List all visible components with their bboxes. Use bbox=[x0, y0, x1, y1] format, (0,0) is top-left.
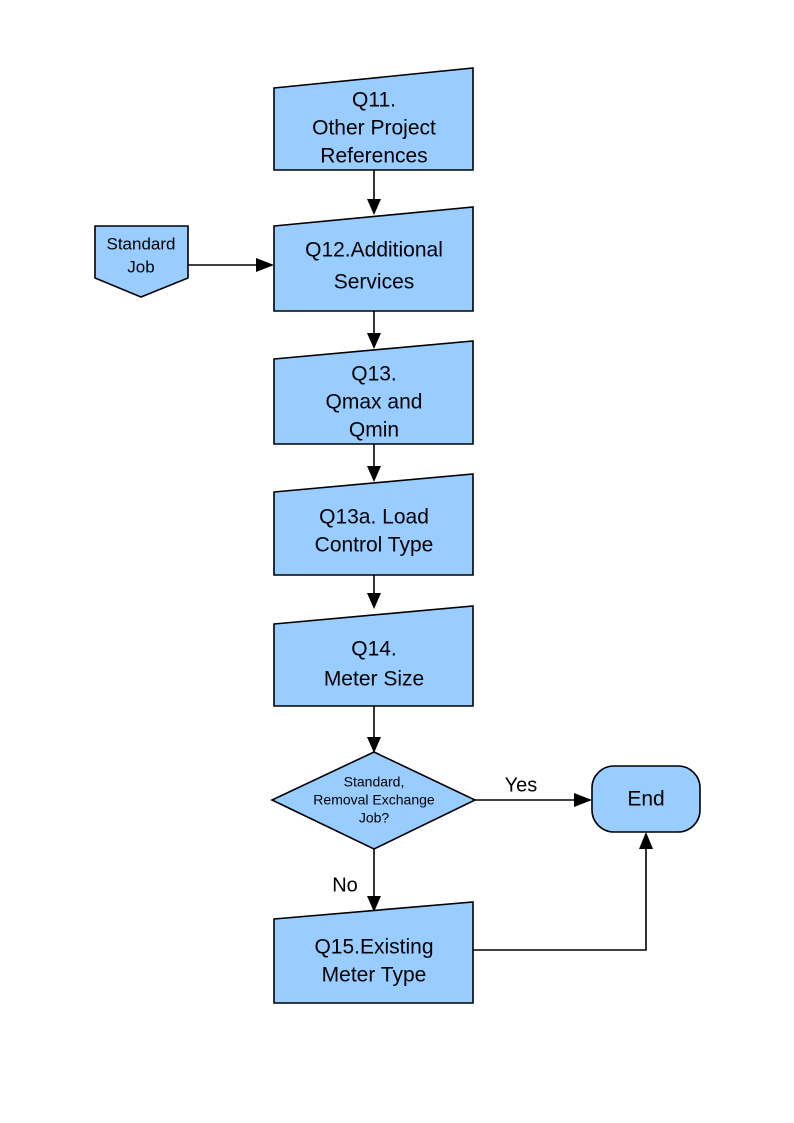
arrow-head-icon bbox=[639, 832, 653, 849]
q11-shape[interactable] bbox=[273, 67, 474, 171]
arrow-head-icon bbox=[256, 258, 274, 272]
q13a-shape[interactable] bbox=[273, 473, 474, 576]
connector-layer bbox=[188, 170, 653, 951]
end-label: End bbox=[627, 788, 664, 811]
q13a-line-2: Control Type bbox=[315, 534, 434, 557]
q15-line-2: Meter Type bbox=[322, 964, 427, 987]
q15-shape[interactable] bbox=[273, 901, 474, 1004]
arrow-head-icon bbox=[367, 737, 381, 753]
edge-label-layer: Yes No bbox=[332, 774, 537, 896]
edge-decision-to-q15-no bbox=[367, 849, 381, 912]
node-q14-meter-size[interactable]: Q14. Meter Size bbox=[273, 605, 474, 707]
arrow-head-icon bbox=[367, 199, 381, 215]
arrow-head-icon bbox=[367, 896, 381, 912]
q14-shape[interactable] bbox=[273, 605, 474, 707]
q12-shape[interactable] bbox=[273, 206, 474, 312]
node-q12-additional-services[interactable]: Q12.Additional Services bbox=[273, 206, 474, 312]
q12-line-2: Services bbox=[334, 271, 415, 294]
node-decision-standard-removal-exchange-job[interactable]: Standard, Removal Exchange Job? bbox=[270, 751, 477, 850]
standard-job-line-1: Standard bbox=[107, 234, 176, 253]
edge-label-yes: Yes bbox=[505, 774, 538, 796]
edge-q12-to-q13 bbox=[367, 311, 381, 349]
edge-standardjob-to-q12 bbox=[188, 258, 274, 272]
q13-shape[interactable] bbox=[273, 340, 474, 445]
decision-line-1: Standard, bbox=[344, 774, 405, 790]
decision-shape[interactable] bbox=[270, 751, 477, 850]
node-q13-qmax-and-qmin[interactable]: Q13. Qmax and Qmin bbox=[273, 340, 474, 445]
q13-line-1: Q13. bbox=[351, 363, 397, 386]
arrow-head-icon bbox=[367, 333, 381, 349]
q13-line-3: Qmin bbox=[349, 419, 399, 442]
q14-line-2: Meter Size bbox=[324, 668, 424, 691]
q13-line-2: Qmax and bbox=[326, 391, 423, 414]
arrow-head-icon bbox=[367, 593, 381, 609]
decision-line-2: Removal Exchange bbox=[313, 792, 435, 808]
node-q11-other-project-references[interactable]: Q11. Other Project References bbox=[273, 67, 474, 171]
edge-q11-to-q12 bbox=[367, 170, 381, 215]
decision-line-3: Job? bbox=[359, 810, 390, 826]
end-shape[interactable] bbox=[591, 765, 701, 833]
edge-decision-to-end-yes bbox=[475, 793, 592, 807]
arrow-head-icon bbox=[574, 793, 592, 807]
q14-line-1: Q14. bbox=[351, 638, 397, 661]
edge-q13a-to-q14 bbox=[367, 575, 381, 609]
node-layer: Q11. Other Project References Standard J… bbox=[94, 67, 701, 1004]
q11-line-1: Q11. bbox=[352, 89, 396, 112]
edge-q13-to-q13a bbox=[367, 444, 381, 482]
q11-line-3: References bbox=[320, 145, 427, 168]
q12-line-1: Q12.Additional bbox=[305, 239, 443, 262]
edge-q14-to-decision bbox=[367, 706, 381, 753]
standard-job-line-2: Job bbox=[127, 257, 154, 276]
node-end-terminator[interactable]: End bbox=[591, 765, 701, 833]
node-q15-existing-meter-type[interactable]: Q15.Existing Meter Type bbox=[273, 901, 474, 1004]
node-q13a-load-control-type[interactable]: Q13a. Load Control Type bbox=[273, 473, 474, 576]
arrow-head-icon bbox=[367, 466, 381, 482]
edge-label-no: No bbox=[332, 874, 358, 896]
q13a-line-1: Q13a. Load bbox=[319, 506, 429, 529]
standard-job-shape[interactable] bbox=[94, 225, 189, 298]
edge-q15-to-end bbox=[473, 832, 653, 951]
q11-line-2: Other Project bbox=[312, 117, 436, 140]
node-standard-job[interactable]: Standard Job bbox=[94, 225, 189, 298]
q15-line-1: Q15.Existing bbox=[314, 936, 433, 959]
